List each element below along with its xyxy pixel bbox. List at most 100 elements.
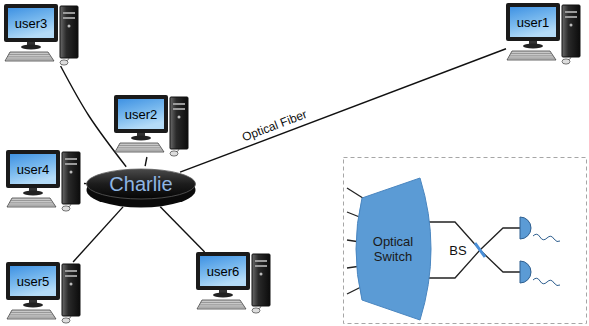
key-row	[119, 145, 159, 146]
detector-signal	[533, 278, 560, 285]
detector-signal	[533, 234, 560, 241]
drive-slot	[63, 17, 75, 19]
tower-case	[62, 264, 80, 316]
monitor-bezel	[114, 95, 168, 133]
power-button	[70, 283, 73, 286]
user-name: user6	[200, 256, 246, 286]
monitor-base	[131, 136, 151, 141]
mouse	[562, 59, 570, 64]
beam-splitter	[475, 243, 485, 257]
key-row	[509, 58, 555, 59]
network-link	[73, 207, 123, 262]
link-label: Optical Fiber	[240, 107, 309, 144]
key-row	[118, 147, 161, 148]
computer-icon	[4, 4, 82, 66]
key-row	[200, 304, 243, 305]
key-row	[8, 56, 51, 57]
monitor-base	[23, 303, 43, 308]
monitor-screen	[510, 7, 556, 37]
key-row	[510, 55, 553, 56]
drive-slot	[255, 265, 267, 267]
detector	[520, 217, 531, 239]
key-row	[117, 150, 163, 151]
drive-slot	[65, 158, 77, 160]
user-name: user4	[10, 154, 56, 184]
drive-slot	[173, 103, 185, 105]
component-label: BS	[449, 243, 466, 258]
user-name: user1	[510, 7, 556, 37]
monitor-base	[523, 44, 543, 49]
mouse	[170, 151, 178, 156]
switch-body	[356, 178, 431, 320]
monitor-screen	[118, 99, 164, 129]
key-row	[201, 302, 241, 303]
computer-icon	[114, 95, 192, 157]
monitor-bezel	[196, 252, 250, 290]
drive-slot	[565, 11, 577, 13]
drive-slot	[65, 163, 77, 165]
key-row	[10, 202, 53, 203]
output-fiber	[428, 228, 520, 278]
hub-disk: Charlie	[86, 166, 196, 208]
computer-icon	[6, 262, 84, 324]
key-row	[7, 59, 53, 60]
monitor-base	[21, 45, 41, 50]
monitor-screen	[8, 8, 54, 38]
mouse	[60, 60, 68, 65]
drive-slot	[173, 108, 185, 110]
computer-icon	[6, 150, 84, 212]
optical-switch: Optical Switch	[350, 176, 442, 322]
user-computer: user1	[506, 3, 584, 65]
switch-label: Optical Switch	[360, 234, 426, 264]
monitor-bezel	[6, 150, 60, 188]
inset-frame	[344, 158, 587, 324]
network-link	[180, 49, 506, 172]
key-row	[199, 307, 245, 308]
key-row	[9, 205, 55, 206]
power-button	[178, 116, 181, 119]
tower-case	[252, 254, 270, 306]
monitor-bezel	[6, 262, 60, 300]
detector	[520, 261, 531, 283]
monitor-base	[23, 191, 43, 196]
monitor-bezel	[4, 4, 58, 42]
user-computer: user5	[6, 262, 84, 324]
tower-case	[62, 152, 80, 204]
key-row	[11, 312, 51, 313]
user-computer: user4	[6, 150, 84, 212]
keyboard	[5, 52, 54, 61]
key-row	[9, 317, 55, 318]
user-computer: user6	[196, 252, 274, 314]
monitor-screen	[10, 154, 56, 184]
user-name: user3	[8, 8, 54, 38]
keyboard	[7, 198, 56, 207]
network-link	[160, 207, 204, 252]
output-fiber	[428, 222, 520, 272]
monitor-base	[213, 293, 233, 298]
tower-case	[170, 97, 188, 149]
hub-name: Charlie	[86, 166, 196, 202]
power-button	[68, 25, 71, 28]
key-row	[9, 54, 49, 55]
drive-slot	[65, 275, 77, 277]
computer-icon	[506, 3, 584, 65]
tower-case	[60, 6, 78, 58]
drive-slot	[565, 16, 577, 18]
switch-outputs	[428, 222, 520, 278]
key-row	[10, 314, 53, 315]
computer-icon	[196, 252, 274, 314]
power-button	[70, 171, 73, 174]
user-name: user2	[118, 99, 164, 129]
keyboard	[115, 143, 164, 152]
user-computer: user2	[114, 95, 192, 157]
drive-slot	[65, 270, 77, 272]
user-name: user5	[10, 266, 56, 296]
monitor-screen	[200, 256, 246, 286]
drive-slot	[255, 260, 267, 262]
mouse	[62, 206, 70, 211]
keyboard	[7, 310, 56, 319]
monitor-screen	[10, 266, 56, 296]
